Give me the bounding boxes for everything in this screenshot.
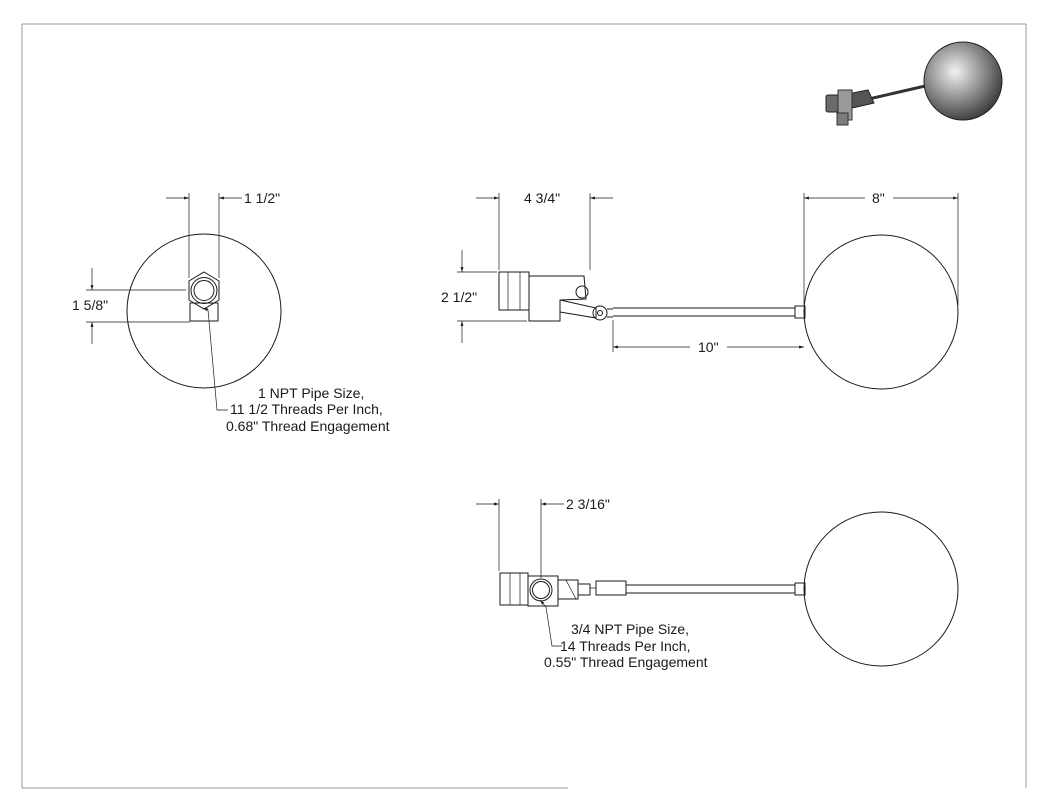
dim-rod-length: 10" [698,339,719,355]
note-large-valve-line-3: 0.68" Thread Engagement [226,418,390,434]
dim-valve-length: 4 3/4" [524,190,560,206]
dim-top-height: 1 5/8" [72,297,108,313]
dim-top-width: 1 1/2" [244,190,280,206]
dim-small-valve-length: 2 3/16" [566,496,610,512]
isometric-preview [825,41,1003,126]
side-view [457,193,959,390]
note-small-valve-line-2: 14 Threads Per Inch, [560,638,690,654]
note-small-valve-line-1: 3/4 NPT Pipe Size, [571,621,689,637]
bottom-view [476,499,959,667]
dim-ball-diameter: 8" [872,190,885,206]
drawing-frame [21,23,1027,789]
note-large-valve-line-1: 1 NPT Pipe Size, [258,385,364,401]
top-view [86,193,282,411]
note-large-valve-line-2: 11 1/2 Threads Per Inch, [230,401,383,417]
note-small-valve-line-3: 0.55" Thread Engagement [544,654,708,670]
dim-valve-height: 2 1/2" [441,289,477,305]
